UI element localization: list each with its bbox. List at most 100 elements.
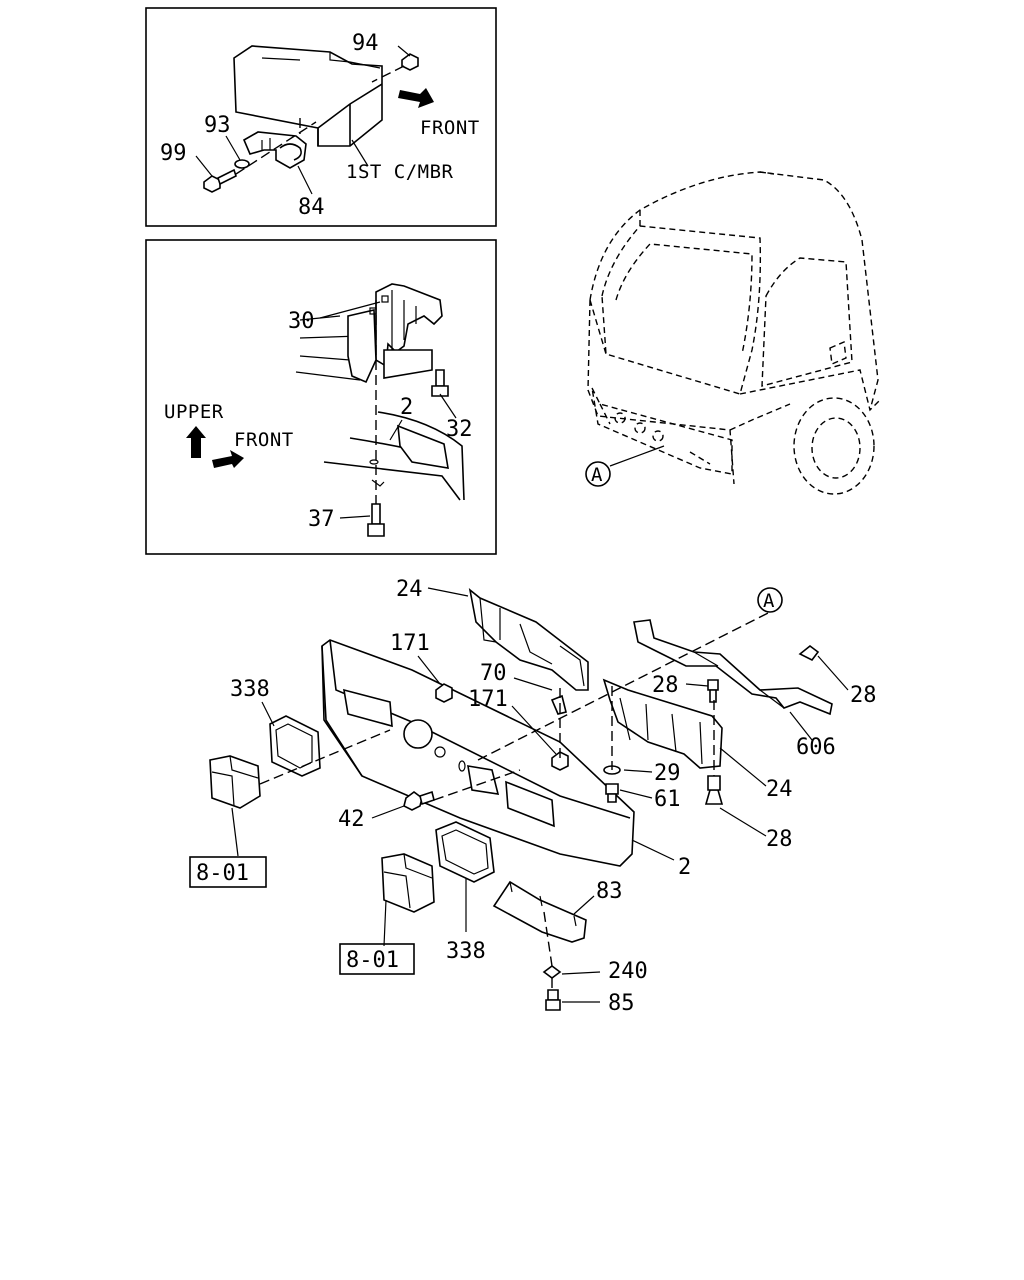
label-upper: UPPER [164, 401, 224, 423]
assembly-line [371, 65, 405, 83]
leader-83 [573, 895, 595, 915]
assembly-line [235, 121, 317, 175]
crossmember-1st [233, 45, 383, 147]
cab-bumper-detail [599, 403, 711, 465]
bumper-section-2 [323, 411, 465, 501]
callout-24: 24 [396, 577, 423, 602]
ref-box-8-01 [339, 943, 415, 975]
leader-cmbr [351, 139, 369, 167]
bumper-opening [467, 765, 500, 795]
bracket-24-right [602, 678, 723, 769]
windshield [601, 225, 762, 395]
front-wheel-hub [811, 417, 861, 479]
bolt-99 [203, 168, 237, 193]
ref-label-a: A [591, 464, 603, 486]
leader-94 [397, 45, 411, 57]
cab-bumper-hole [634, 422, 646, 434]
bumper-bolt-hole [434, 746, 446, 758]
label-front: FRONT [420, 117, 480, 139]
inset-tow-hook: 94 93 99 84 FRONT 1ST C/MBR [145, 7, 497, 227]
fog-lamp-left [209, 755, 261, 809]
leader-37 [339, 515, 371, 519]
callout-2: 2 [678, 855, 691, 880]
bolt-61 [605, 783, 619, 803]
callout-94: 94 [352, 31, 379, 56]
callout-2: 2 [400, 395, 413, 420]
leader-28 [817, 655, 849, 691]
leader-2 [631, 839, 675, 861]
ref-circle-a [585, 461, 611, 487]
cab-front-lower [587, 299, 735, 485]
leader-28 [685, 683, 709, 687]
tow-hook [242, 131, 307, 169]
lamp-bezel-338-left [269, 715, 321, 777]
callout-338: 338 [446, 939, 486, 964]
main-exploded-view: 24 A 171 70 171 28 28 606 338 29 61 24 4… [189, 577, 877, 1016]
cab-roof-outline [589, 171, 879, 411]
leader-ref-a [609, 445, 665, 467]
inset-frame [145, 7, 497, 227]
member-606 [633, 619, 833, 716]
leader-42 [371, 805, 405, 819]
callout-83: 83 [596, 879, 623, 904]
ref-8-01-right: 8-01 [346, 948, 399, 973]
bumper-main-2 [321, 639, 635, 867]
callout-84: 84 [298, 195, 325, 220]
leader-8-01 [231, 807, 239, 857]
assembly-line [433, 769, 521, 801]
ref-circle-a [757, 587, 783, 613]
bolt-28 [707, 679, 719, 703]
ref-box-8-01 [189, 856, 267, 888]
callout-28: 28 [850, 683, 877, 708]
assembly-line [477, 611, 771, 761]
leader-240 [561, 971, 601, 975]
leader-24 [719, 747, 767, 787]
bumper-opening [343, 688, 393, 728]
inset-bumper-bracket: 30 2 32 37 UPPER FRONT [145, 239, 497, 555]
callout-29: 29 [654, 761, 681, 786]
callout-28: 28 [652, 673, 679, 698]
leader-24 [427, 587, 469, 597]
leader-338 [261, 701, 275, 727]
leader-171 [511, 705, 557, 755]
callout-28: 28 [766, 827, 793, 852]
assembly-line [259, 729, 391, 785]
callout-99: 99 [160, 141, 187, 166]
callout-61: 61 [654, 787, 681, 812]
ref-label-a: A [763, 590, 775, 612]
cab-side-lower [739, 369, 881, 412]
cab-roof-edge [639, 171, 775, 226]
arrow-right-down-icon [398, 88, 434, 108]
cab-bumper-hole [652, 430, 664, 442]
bumper-bolt-hole [458, 760, 466, 772]
callout-93: 93 [204, 113, 231, 138]
callout-240: 240 [608, 959, 648, 984]
bolt-42 [403, 790, 435, 811]
bumper-opening [505, 780, 555, 828]
leader-61 [619, 789, 653, 799]
cab-bumper [591, 387, 733, 475]
callout-85: 85 [608, 991, 635, 1016]
bumper-bracket-30 [347, 283, 443, 384]
callout-24: 24 [766, 777, 793, 802]
cab-side-sill [729, 403, 791, 431]
leader-70 [513, 677, 553, 691]
leader-32 [439, 393, 457, 419]
bolt-32 [431, 369, 449, 397]
front-wheel [793, 397, 875, 495]
leader-99 [195, 155, 213, 177]
leader-606 [789, 711, 813, 741]
bolt-37 [367, 503, 385, 537]
callout-30: 30 [288, 309, 315, 334]
door-window [761, 257, 853, 387]
leader-2 [389, 419, 403, 441]
label-front: FRONT [234, 429, 294, 451]
lamp-bezel-338-right [435, 821, 495, 883]
door-handle [829, 340, 847, 366]
leader-171 [417, 655, 441, 685]
callout-70: 70 [480, 661, 507, 686]
leader-29 [623, 769, 653, 773]
leader-8-01 [383, 899, 387, 947]
callout-171: 171 [390, 631, 430, 656]
